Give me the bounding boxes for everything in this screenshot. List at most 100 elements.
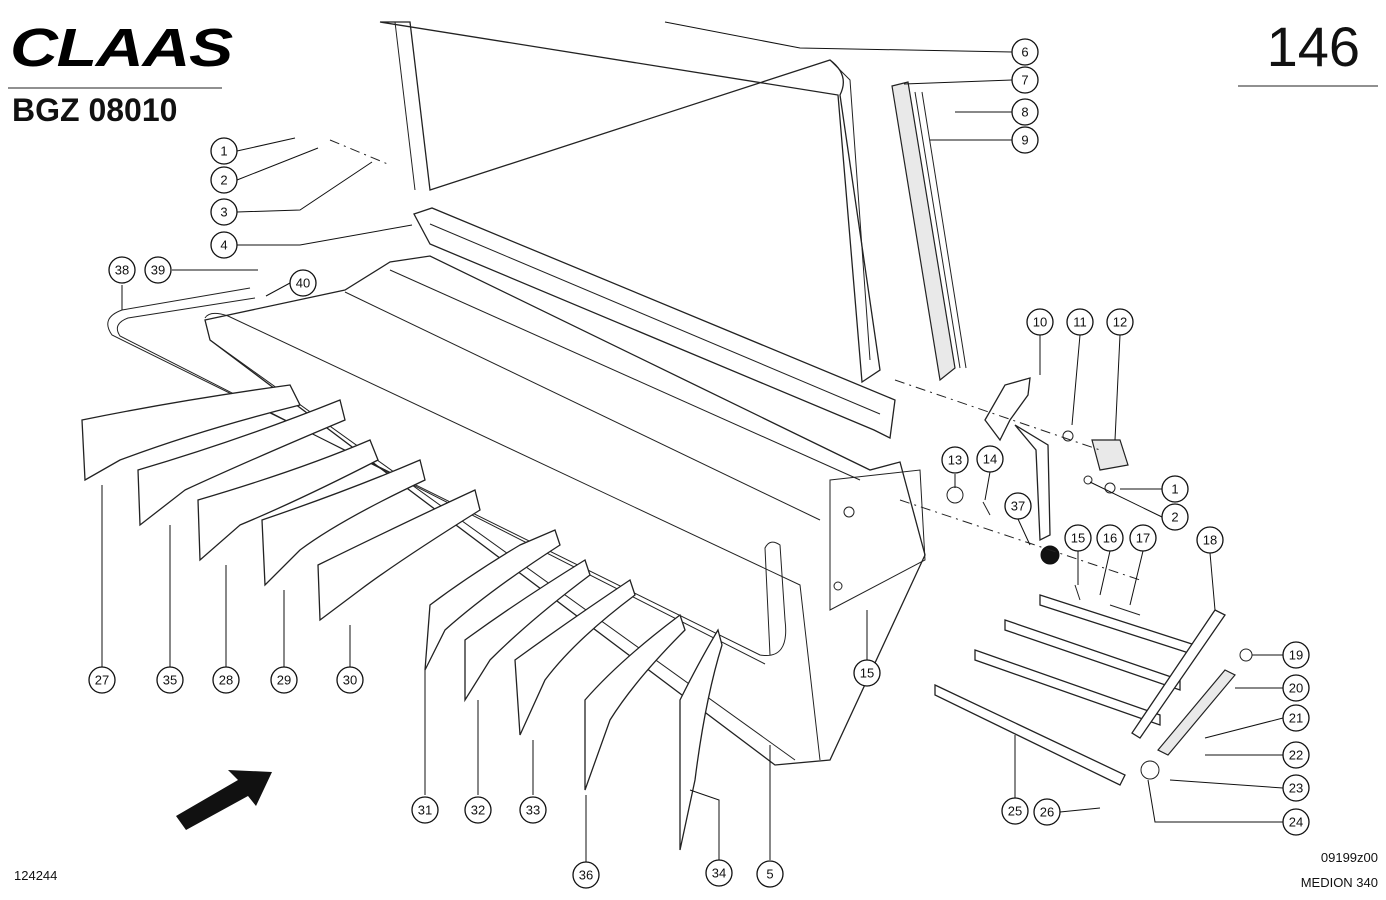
- callout-label: 16: [1103, 531, 1117, 546]
- callout-25: 25: [1001, 797, 1029, 825]
- callout-label: 19: [1289, 648, 1303, 663]
- callout-34: 34: [705, 859, 733, 887]
- reference-code: 09199z00: [1320, 850, 1378, 865]
- deflector-plates-left: [81, 384, 481, 622]
- callout-label: 34: [712, 866, 726, 881]
- rod-frame: [107, 287, 821, 761]
- callout-label: 22: [1289, 748, 1303, 763]
- callout-11: 11: [1066, 308, 1094, 336]
- callout-label: 37: [1011, 499, 1025, 514]
- callout-label: 27: [95, 673, 109, 688]
- callout-17: 17: [1129, 524, 1157, 552]
- callout-label: 9: [1021, 133, 1028, 148]
- callout-32: 32: [464, 796, 492, 824]
- callout-label: 15: [1071, 531, 1085, 546]
- callout-label: 4: [220, 238, 227, 253]
- callout-15-lower: 15: [853, 659, 881, 687]
- callout-24: 24: [1282, 808, 1310, 836]
- arrow-icon: [176, 770, 272, 830]
- callout-28: 28: [212, 666, 240, 694]
- callout-4: 4: [210, 231, 238, 259]
- callout-2: 2: [210, 166, 238, 194]
- callout-1-right: 1: [1161, 475, 1189, 503]
- callout-label: 26: [1040, 805, 1054, 820]
- callout-26: 26: [1033, 798, 1061, 826]
- callout-14: 14: [976, 445, 1004, 473]
- callout-33: 33: [519, 796, 547, 824]
- callout-label: 31: [418, 803, 432, 818]
- brand-name: CLAAS: [10, 22, 233, 72]
- callout-7: 7: [1011, 66, 1039, 94]
- callout-6: 6: [1011, 38, 1039, 66]
- claas-logo: CLAAS: [10, 22, 234, 72]
- callout-16: 16: [1096, 524, 1124, 552]
- callout-21: 21: [1282, 704, 1310, 732]
- cover-panel: [379, 21, 881, 384]
- document-code: BGZ 08010: [12, 92, 178, 128]
- callout-label: 36: [579, 868, 593, 883]
- callout-19: 19: [1282, 641, 1310, 669]
- page-number: 146: [1266, 15, 1360, 78]
- callout-label: 12: [1113, 315, 1127, 330]
- callout-label: 21: [1289, 711, 1303, 726]
- callout-27: 27: [88, 666, 116, 694]
- callout-38: 38: [108, 256, 136, 284]
- callout-label: 33: [526, 803, 540, 818]
- comb-bars: [934, 584, 1253, 786]
- callout-label: 35: [163, 673, 177, 688]
- callout-31: 31: [411, 796, 439, 824]
- callout-label: 23: [1289, 781, 1303, 796]
- lever-assembly: [946, 377, 1129, 565]
- callout-36: 36: [572, 861, 600, 889]
- callout-label: 2: [220, 173, 227, 188]
- callout-label: 8: [1021, 105, 1028, 120]
- callout-label: 13: [948, 453, 962, 468]
- callout-label: 39: [151, 263, 165, 278]
- callout-label: 20: [1289, 681, 1303, 696]
- callout-label: 38: [115, 263, 129, 278]
- leader-lines: [101, 21, 1284, 862]
- callout-label: 18: [1203, 533, 1217, 548]
- callout-2-right: 2: [1161, 503, 1189, 531]
- callout-label: 2: [1171, 510, 1178, 525]
- callout-5: 5: [756, 860, 784, 888]
- callout-12: 12: [1106, 308, 1134, 336]
- perforated-strip: [891, 81, 967, 382]
- callout-label: 28: [219, 673, 233, 688]
- callout-3: 3: [210, 198, 238, 226]
- drawing-number: 124244: [14, 868, 58, 883]
- center-line: [894, 379, 1101, 451]
- guide-vanes: [424, 529, 723, 851]
- callout-label: 10: [1033, 315, 1047, 330]
- callout-8: 8: [1011, 98, 1039, 126]
- callout-label: 29: [277, 673, 291, 688]
- callout-23: 23: [1282, 774, 1310, 802]
- callout-label: 14: [983, 452, 997, 467]
- callout-40: 40: [289, 269, 317, 297]
- center-line: [899, 499, 1141, 581]
- callout-37: 37: [1004, 492, 1032, 520]
- callout-13: 13: [941, 446, 969, 474]
- callout-label: 40: [296, 276, 310, 291]
- callout-label: 1: [1171, 482, 1178, 497]
- callout-22: 22: [1282, 741, 1310, 769]
- callout-label: 17: [1136, 531, 1150, 546]
- callout-1: 1: [210, 137, 238, 165]
- callout-label: 11: [1073, 315, 1087, 330]
- callout-label: 6: [1021, 45, 1028, 60]
- model-name: MEDION 340: [1300, 875, 1378, 890]
- callout-20: 20: [1282, 674, 1310, 702]
- callout-label: 25: [1008, 804, 1022, 819]
- callout-30: 30: [336, 666, 364, 694]
- callout-15: 15: [1064, 524, 1092, 552]
- callout-39: 39: [144, 256, 172, 284]
- callout-label: 32: [471, 803, 485, 818]
- callout-label: 7: [1021, 73, 1028, 88]
- callout-10: 10: [1026, 308, 1054, 336]
- callout-label: 15: [860, 666, 874, 681]
- callout-35: 35: [156, 666, 184, 694]
- callout-9: 9: [1011, 126, 1039, 154]
- callout-18: 18: [1196, 526, 1224, 554]
